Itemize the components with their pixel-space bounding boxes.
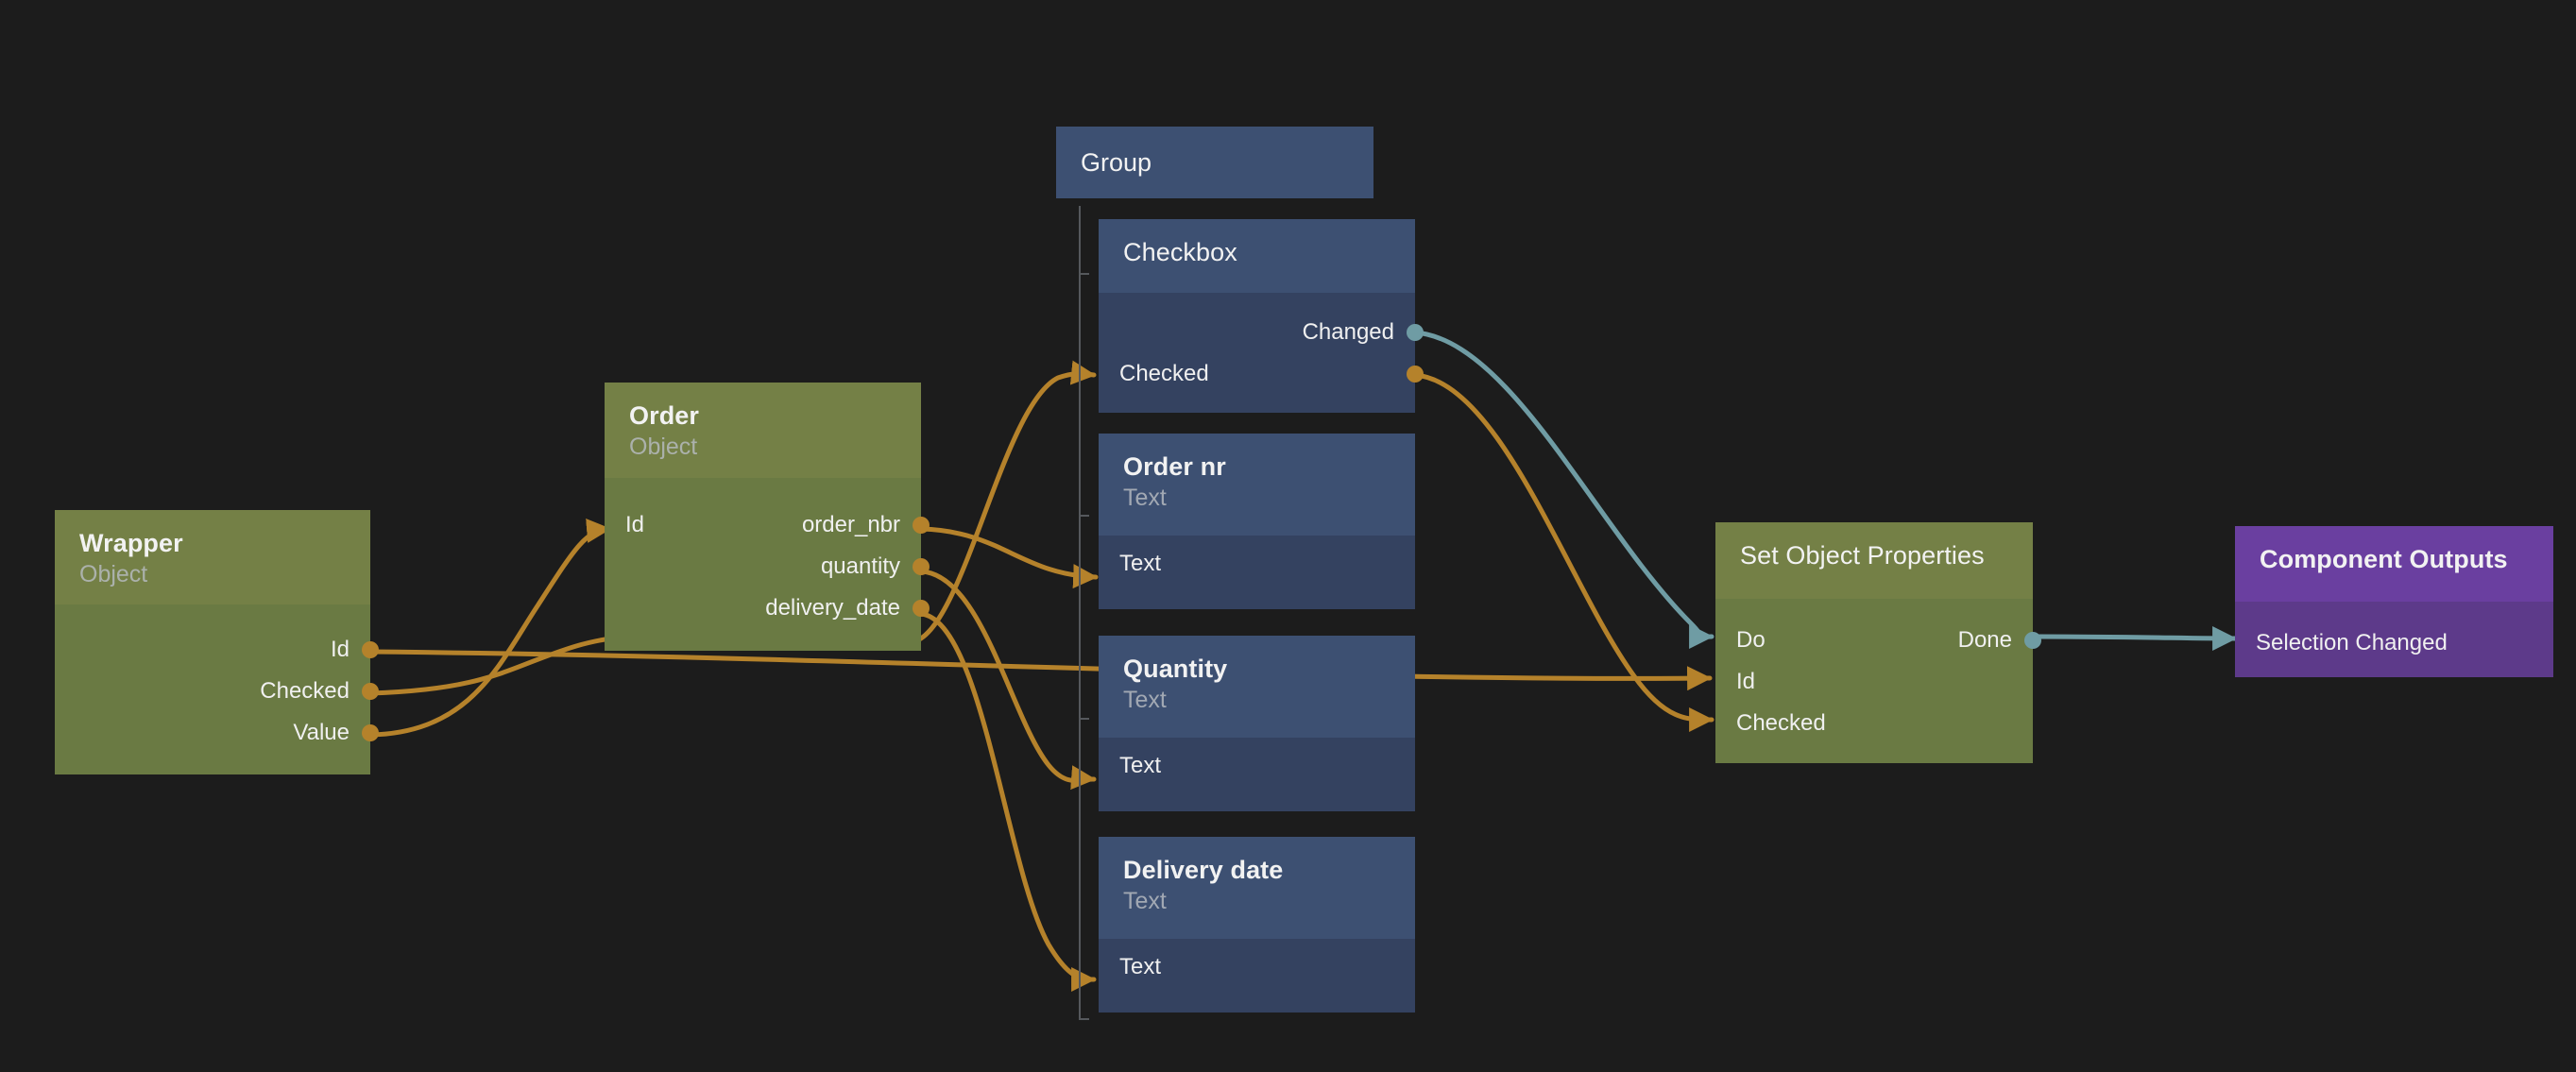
port-dot-order-quantity[interactable] — [913, 558, 930, 575]
port-row-order-deliverydate[interactable]: delivery_date — [605, 587, 921, 629]
edge-checkbox-checked-to-sop-checked — [1415, 375, 1712, 720]
port-row-sop-id[interactable]: Id — [1715, 661, 2033, 703]
group-banner[interactable]: Group — [1056, 127, 1373, 198]
node-sop-title: Set Object Properties — [1740, 539, 2008, 571]
port-label-quantity-text: Text — [1119, 745, 1161, 787]
group-tick-delivery-date — [1079, 1018, 1089, 1020]
port-dot-checkbox-changed[interactable] — [1407, 324, 1424, 341]
edge-checkbox-changed-to-sop-do — [1415, 332, 1712, 638]
port-label-wrapper-id: Id — [331, 629, 350, 671]
port-label-order-deliverydate: delivery_date — [765, 587, 900, 629]
port-row-checkbox-changed[interactable]: Changed — [1099, 312, 1415, 353]
port-label-selection-changed: Selection Changed — [2256, 622, 2448, 664]
node-wrapper-header: Wrapper Object — [55, 510, 370, 604]
node-delivery-date-body: Text — [1099, 939, 1415, 1012]
node-order-title: Order — [629, 400, 896, 432]
node-set-object-properties[interactable]: Set Object Properties Do Done Id Checked — [1715, 522, 2033, 763]
port-label-sop-done: Done — [1958, 620, 2012, 661]
port-row-wrapper-value[interactable]: Value — [55, 712, 370, 754]
node-quantity-header: Quantity Text — [1099, 636, 1415, 738]
edge-order-ordernbr-to-ordernr-text — [921, 529, 1096, 577]
port-label-checkbox-checked: Checked — [1119, 353, 1209, 395]
group-spine — [1079, 206, 1081, 1020]
edge-order-deliverydate-to-deliverydate-text — [921, 614, 1094, 979]
node-checkbox-body: Changed Checked — [1099, 293, 1415, 413]
port-label-sop-checked: Checked — [1736, 703, 1826, 744]
node-component-outputs-body: Selection Changed — [2235, 602, 2553, 677]
port-dot-checkbox-checked-out[interactable] — [1407, 366, 1424, 383]
node-wrapper-title: Wrapper — [79, 527, 346, 559]
edge-order-quantity-to-quantity-text — [921, 571, 1094, 781]
port-label-order-ordernbr: order_nbr — [802, 504, 900, 546]
port-row-checkbox-checked[interactable]: Checked — [1099, 353, 1415, 395]
port-row-component-outputs-selection-changed[interactable]: Selection Changed — [2235, 622, 2553, 664]
port-row-quantity-text[interactable]: Text — [1099, 745, 1415, 787]
node-quantity[interactable]: Quantity Text Text — [1099, 636, 1415, 811]
port-row-sop-do-done[interactable]: Do Done — [1715, 620, 2033, 661]
port-dot-sop-done[interactable] — [2024, 632, 2041, 649]
port-label-sop-id: Id — [1736, 661, 1755, 703]
node-delivery-date-subtitle: Text — [1123, 886, 1390, 916]
node-wrapper[interactable]: Wrapper Object Id Checked Value — [55, 510, 370, 774]
node-order-nr-title: Order nr — [1123, 451, 1390, 483]
port-dot-wrapper-id[interactable] — [362, 641, 379, 658]
node-quantity-body: Text — [1099, 738, 1415, 811]
node-component-outputs[interactable]: Component Outputs Selection Changed — [2235, 526, 2553, 677]
port-row-order-id-ordernbr[interactable]: Id order_nbr — [605, 504, 921, 546]
node-delivery-date[interactable]: Delivery date Text Text — [1099, 837, 1415, 1012]
port-label-wrapper-checked: Checked — [260, 671, 350, 712]
port-dot-wrapper-checked[interactable] — [362, 683, 379, 700]
node-checkbox-title: Checkbox — [1123, 236, 1390, 268]
edge-wrapper-value-to-order-id — [370, 529, 609, 735]
node-order-body: Id order_nbr quantity delivery_date — [605, 478, 921, 651]
node-order-nr[interactable]: Order nr Text Text — [1099, 434, 1415, 609]
port-row-wrapper-checked[interactable]: Checked — [55, 671, 370, 712]
node-component-outputs-header: Component Outputs — [2235, 526, 2553, 602]
node-order-header: Order Object — [605, 383, 921, 478]
port-row-wrapper-id[interactable]: Id — [55, 629, 370, 671]
port-label-sop-do: Do — [1736, 620, 1766, 661]
node-sop-header: Set Object Properties — [1715, 522, 2033, 599]
node-order-nr-header: Order nr Text — [1099, 434, 1415, 536]
node-checkbox-header: Checkbox — [1099, 219, 1415, 293]
node-delivery-date-title: Delivery date — [1123, 854, 1390, 886]
node-component-outputs-title: Component Outputs — [2260, 543, 2529, 575]
port-dot-order-deliverydate[interactable] — [913, 600, 930, 617]
group-tick-checkbox — [1079, 273, 1089, 275]
group-label: Group — [1081, 148, 1152, 178]
edge-wrapper-checked-seg2 — [912, 374, 1094, 643]
node-quantity-title: Quantity — [1123, 653, 1390, 685]
port-dot-wrapper-value[interactable] — [362, 724, 379, 741]
port-label-delivery-date-text: Text — [1119, 946, 1161, 988]
port-label-checkbox-changed: Changed — [1303, 312, 1394, 353]
group-tick-quantity — [1079, 718, 1089, 720]
node-order-nr-body: Text — [1099, 536, 1415, 609]
port-row-sop-checked[interactable]: Checked — [1715, 703, 2033, 744]
node-checkbox[interactable]: Checkbox Changed Checked — [1099, 219, 1415, 413]
edge-sop-done-to-component-outputs — [2033, 637, 2235, 638]
port-label-wrapper-value: Value — [293, 712, 350, 754]
node-wrapper-body: Id Checked Value — [55, 604, 370, 774]
port-label-order-nr-text: Text — [1119, 543, 1161, 585]
port-label-order-id: Id — [625, 504, 644, 546]
node-delivery-date-header: Delivery date Text — [1099, 837, 1415, 939]
node-wrapper-subtitle: Object — [79, 559, 346, 589]
node-order[interactable]: Order Object Id order_nbr quantity deliv… — [605, 383, 921, 651]
node-order-subtitle: Object — [629, 432, 896, 462]
port-label-order-quantity: quantity — [821, 546, 900, 587]
port-row-order-nr-text[interactable]: Text — [1099, 543, 1415, 585]
node-sop-body: Do Done Id Checked — [1715, 599, 2033, 763]
group-tick-order-nr — [1079, 515, 1089, 517]
port-row-delivery-date-text[interactable]: Text — [1099, 946, 1415, 988]
port-dot-order-ordernbr[interactable] — [913, 517, 930, 534]
node-order-nr-subtitle: Text — [1123, 483, 1390, 513]
port-row-order-quantity[interactable]: quantity — [605, 546, 921, 587]
edge-wrapper-id-to-sop-id — [370, 652, 1710, 678]
node-quantity-subtitle: Text — [1123, 685, 1390, 715]
